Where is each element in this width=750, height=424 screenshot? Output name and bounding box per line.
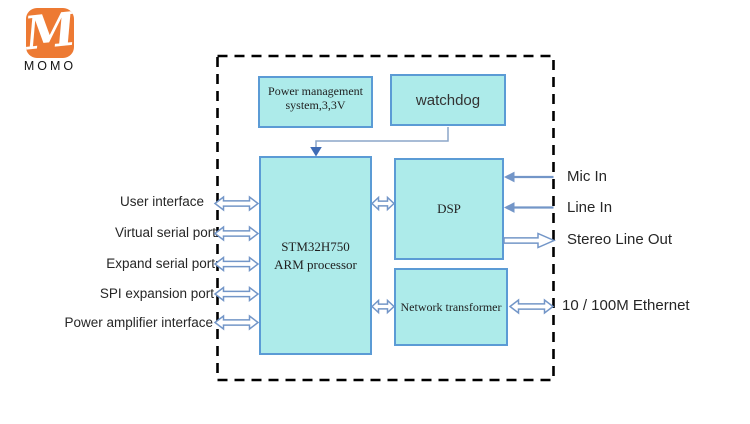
- block-stm32-line2: ARM processor: [274, 256, 357, 272]
- label-virtual-serial-port: Virtual serial port: [114, 225, 216, 240]
- arrow-user-interface: [214, 196, 259, 211]
- label-ethernet: 10 / 100M Ethernet: [562, 297, 690, 314]
- brand-name: MOMO: [23, 59, 77, 73]
- block-dsp-label: DSP: [437, 201, 461, 216]
- block-dsp: DSP: [394, 158, 504, 260]
- arrow-mic-in: [504, 171, 554, 183]
- arrow-line-in-head: [504, 202, 515, 213]
- arrow-power-amplifier-interface: [214, 315, 259, 330]
- arrow-ethernet: [509, 299, 554, 314]
- watchdog-connector-line: [315, 127, 449, 150]
- label-line-in: Line In: [567, 199, 613, 216]
- arrow-expand-serial-port: [214, 256, 259, 272]
- block-network-transformer-label: Network transformer: [400, 299, 502, 314]
- block-power-management: Power management system,3,3V: [258, 76, 373, 128]
- block-power-line1: Power management: [268, 84, 363, 98]
- block-network-transformer: Network transformer: [394, 268, 508, 346]
- arrow-stm32-dsp: [371, 196, 395, 211]
- arrow-mic-in-head: [504, 171, 515, 183]
- arrow-stm32-transformer: [371, 299, 395, 314]
- block-power-line2: system,3,3V: [285, 97, 346, 112]
- label-user-interface: User interface: [119, 194, 204, 209]
- label-spi-expansion-port: SPI expansion port: [99, 286, 214, 301]
- block-watchdog: watchdog: [390, 74, 506, 126]
- momo-logo-icon: M: [26, 8, 74, 58]
- block-stm32-processor: STM32H750 ARM processor: [259, 156, 372, 355]
- label-power-amplifier-interface: Power amplifier interface: [64, 315, 213, 330]
- block-stm32-line1: STM32H750: [281, 238, 350, 254]
- arrow-spi-expansion-port: [214, 286, 259, 302]
- block-watchdog-label: watchdog: [415, 91, 481, 109]
- arrow-virtual-serial-port: [214, 226, 259, 241]
- logo-monogram: M: [26, 8, 74, 58]
- arrow-line-in: [504, 202, 554, 213]
- arrow-stereo-line-out: [503, 232, 556, 249]
- label-expand-serial-port: Expand serial port: [106, 256, 215, 271]
- label-stereo-line-out: Stereo Line Out: [567, 231, 673, 248]
- label-mic-in: Mic In: [567, 168, 608, 185]
